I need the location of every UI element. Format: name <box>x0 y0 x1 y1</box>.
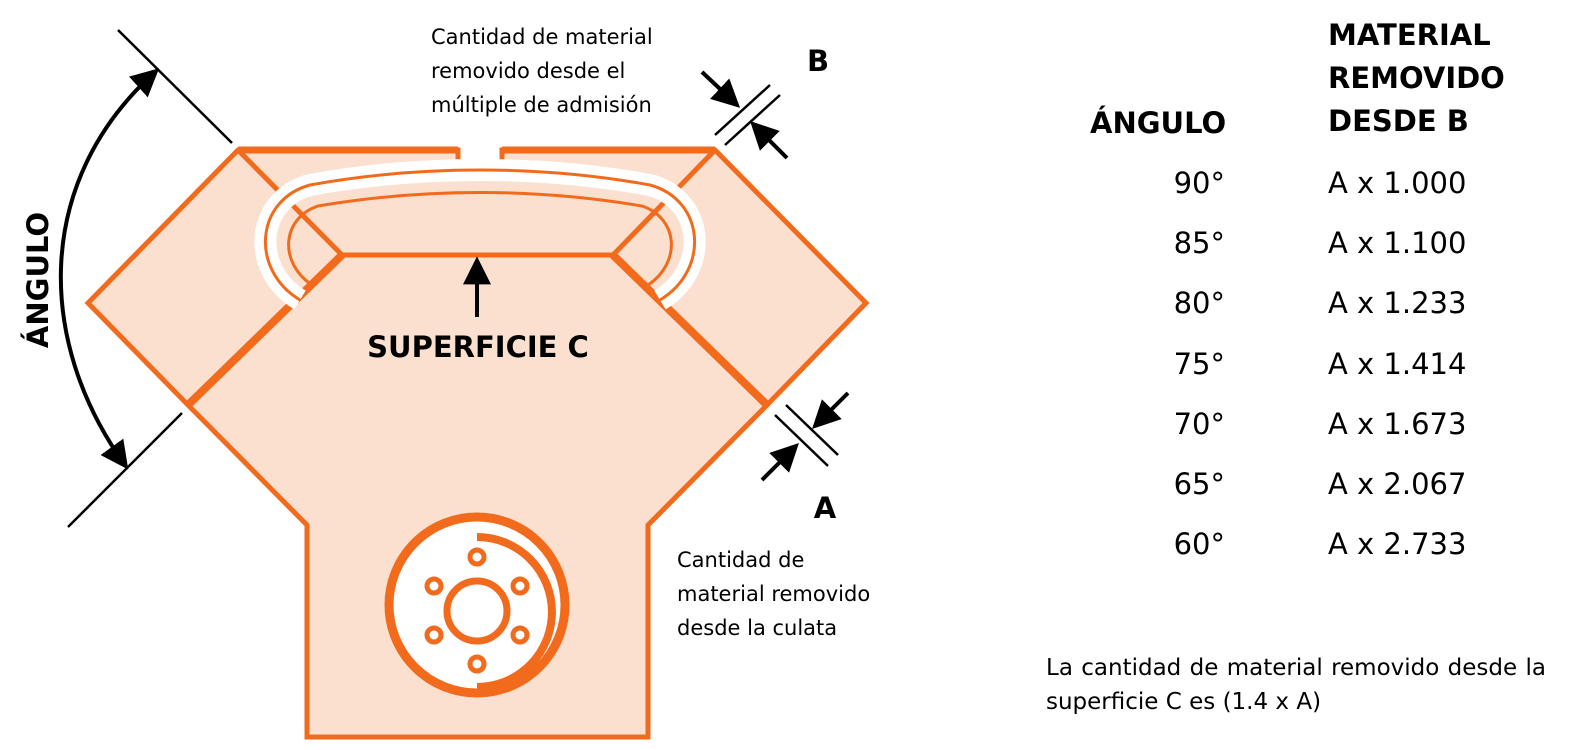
dim-a-arrow-1 <box>812 391 850 429</box>
left-bank-line <box>185 252 345 408</box>
dim-b-line-1 <box>714 84 771 136</box>
table-cell-angle: 85° <box>1173 226 1225 260</box>
table-cell-angle: 70° <box>1173 407 1225 441</box>
table-cell-material: A x 1.000 <box>1328 166 1467 200</box>
dim-b-line-2 <box>724 94 781 146</box>
angle-ref-line-bottom <box>67 412 183 528</box>
angle-arc-arrow <box>58 68 160 470</box>
dim-a-line-2 <box>785 404 839 456</box>
angle-label: ÁNGULO <box>21 212 55 348</box>
crank-bore-center <box>443 577 511 645</box>
dim-a-line-1 <box>774 414 829 467</box>
intake-runner-inner-line <box>287 191 673 287</box>
table-cell-angle: 60° <box>1173 527 1225 561</box>
intake-runner-outer-line <box>264 168 696 302</box>
table-cell-angle: 80° <box>1173 286 1225 320</box>
angle-ref-line-top <box>117 29 233 144</box>
bolt-hole <box>510 576 530 596</box>
table-cell-angle: 90° <box>1173 166 1225 200</box>
table-cell-material: A x 1.414 <box>1328 347 1467 381</box>
table-header-material: MATERIAL REMOVIDO DESDE B <box>1328 18 1505 138</box>
footer-note: La cantidad de material removido desde l… <box>1046 655 1546 715</box>
crank-bore-arc <box>476 533 556 691</box>
dim-b-arrow-2 <box>750 121 789 160</box>
table-cell-material: A x 1.233 <box>1328 286 1467 320</box>
table-cell-angle: 65° <box>1173 467 1225 501</box>
table-cell-material: A x 1.673 <box>1328 407 1467 441</box>
dim-b-arrow-1 <box>700 70 741 108</box>
label-a: A <box>814 491 837 525</box>
right-bank-line <box>610 252 770 408</box>
table-cell-material: A x 1.100 <box>1328 226 1467 260</box>
table-cell-material: A x 2.733 <box>1328 527 1467 561</box>
label-b: B <box>807 44 829 78</box>
bolt-hole <box>467 547 487 567</box>
table-cell-angle: 75° <box>1173 347 1225 381</box>
bolt-hole <box>424 576 444 596</box>
table-cell-material: A x 2.067 <box>1328 467 1467 501</box>
intake-removal-note: Cantidad de material removido desde el m… <box>431 25 653 117</box>
bolt-hole <box>424 625 444 645</box>
bolt-hole <box>467 654 487 674</box>
table-header-angle: ÁNGULO <box>1090 106 1227 140</box>
surface-c-label: SUPERFICIE C <box>367 330 589 364</box>
dim-a-arrow-2 <box>760 443 799 482</box>
bolt-hole <box>510 625 530 645</box>
head-removal-note: Cantidad de material removido desde la c… <box>677 548 871 640</box>
